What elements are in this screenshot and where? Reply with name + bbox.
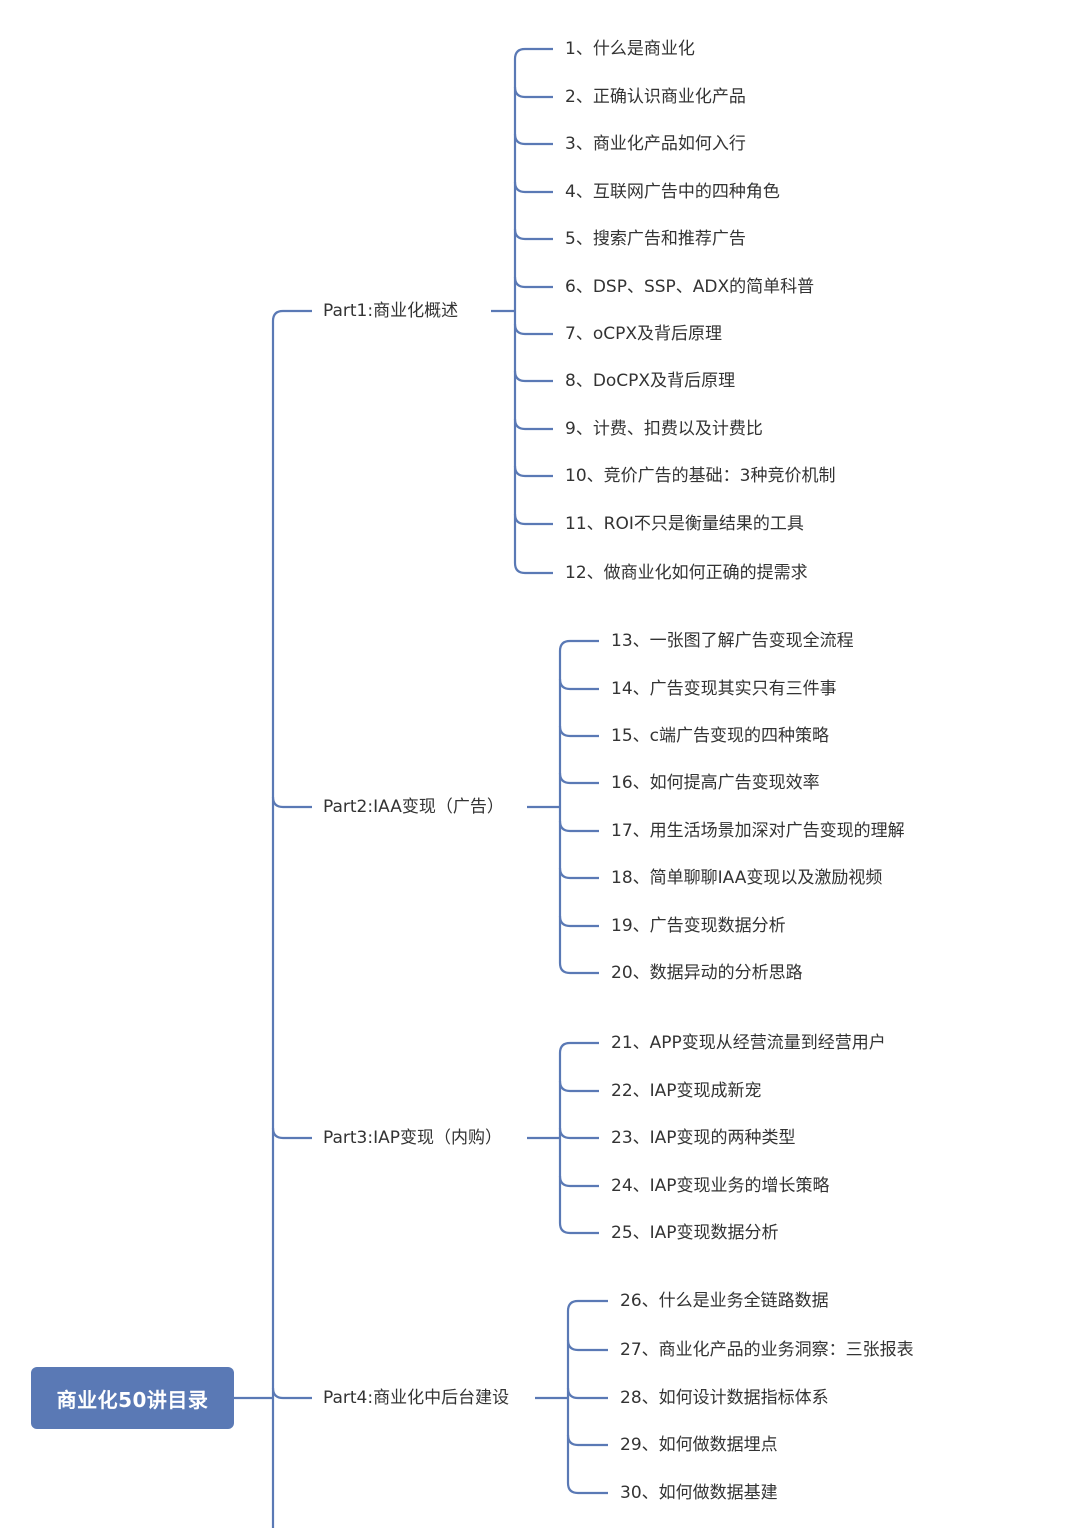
lesson-item-3: 23、IAP变现的两种类型 — [611, 1128, 796, 1148]
lesson-item-6: 6、DSP、SSP、ADX的简单科普 — [565, 277, 815, 297]
lesson-item-4: 4、互联网广告中的四种角色 — [565, 182, 780, 202]
part-node-1: Part1:商业化概述 — [323, 301, 459, 321]
lesson-item-4: 29、如何做数据埋点 — [620, 1435, 778, 1455]
part-node-3: Part3:IAP变现（内购） — [323, 1128, 502, 1148]
lesson-item-7: 19、广告变现数据分析 — [611, 916, 786, 936]
lesson-item-4: 24、IAP变现业务的增长策略 — [611, 1176, 830, 1196]
lesson-item-1: 1、什么是商业化 — [565, 39, 695, 59]
lesson-item-12: 12、做商业化如何正确的提需求 — [565, 563, 808, 583]
lesson-item-3: 15、c端广告变现的四种策略 — [611, 726, 829, 746]
lesson-item-5: 5、搜索广告和推荐广告 — [565, 229, 746, 249]
lesson-item-4: 16、如何提高广告变现效率 — [611, 773, 820, 793]
lesson-item-2: 2、正确认识商业化产品 — [565, 87, 746, 107]
lesson-item-1: 26、什么是业务全链路数据 — [620, 1291, 829, 1311]
lesson-item-2: 27、商业化产品的业务洞察：三张报表 — [620, 1340, 914, 1360]
root-node: 商业化50讲目录 — [31, 1367, 234, 1429]
lesson-item-3: 28、如何设计数据指标体系 — [620, 1388, 829, 1408]
lesson-item-5: 17、用生活场景加深对广告变现的理解 — [611, 821, 905, 841]
lesson-item-9: 9、计费、扣费以及计费比 — [565, 419, 763, 439]
lesson-item-10: 10、竞价广告的基础：3种竞价机制 — [565, 466, 836, 486]
lesson-item-2: 14、广告变现其实只有三件事 — [611, 679, 837, 699]
part-node-4: Part4:商业化中后台建设 — [323, 1388, 510, 1408]
lesson-item-6: 18、简单聊聊IAA变现以及激励视频 — [611, 868, 883, 888]
lesson-item-5: 25、IAP变现数据分析 — [611, 1223, 779, 1243]
lesson-item-7: 7、oCPX及背后原理 — [565, 324, 722, 344]
lesson-item-11: 11、ROI不只是衡量结果的工具 — [565, 514, 804, 534]
part-node-2: Part2:IAA变现（广告） — [323, 797, 504, 817]
lesson-item-2: 22、IAP变现成新宠 — [611, 1081, 762, 1101]
lesson-item-3: 3、商业化产品如何入行 — [565, 134, 746, 154]
lesson-item-8: 8、DoCPX及背后原理 — [565, 371, 736, 391]
lesson-item-8: 20、数据异动的分析思路 — [611, 963, 803, 983]
lesson-item-5: 30、如何做数据基建 — [620, 1483, 778, 1503]
lesson-item-1: 21、APP变现从经营流量到经营用户 — [611, 1033, 886, 1053]
lesson-item-1: 13、一张图了解广告变现全流程 — [611, 631, 854, 651]
